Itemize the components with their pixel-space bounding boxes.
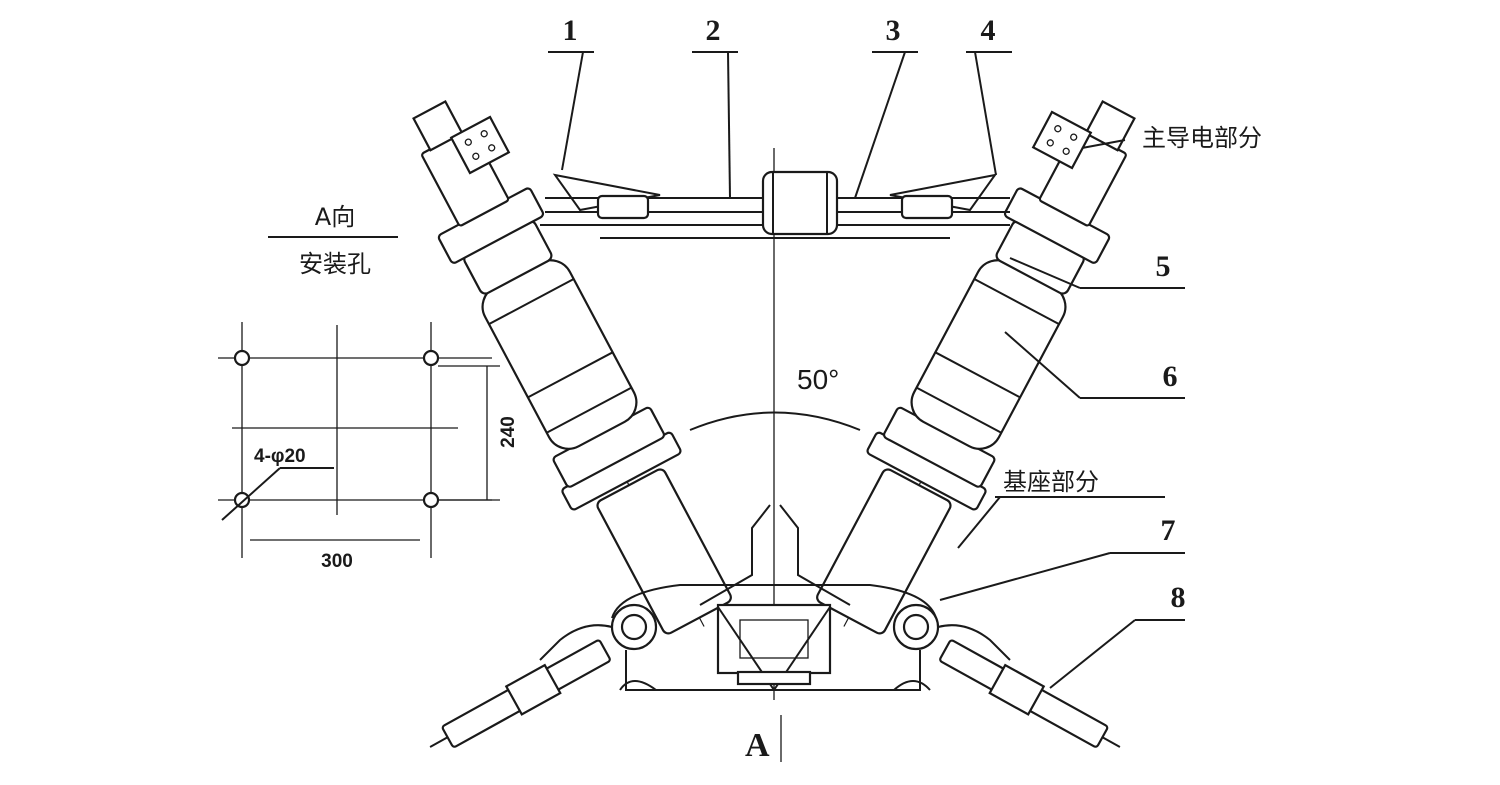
- mount-hole: [422, 349, 440, 367]
- plate-bolt-hole: [488, 144, 496, 152]
- pivot-lower: [619, 680, 657, 691]
- callout-leader: [727, 51, 731, 199]
- pivot-arm: [937, 624, 1011, 661]
- angle-arc: [689, 411, 861, 431]
- dim-width-value: 300: [321, 551, 353, 572]
- callout-leader: [1009, 257, 1081, 289]
- insulator-ring: [527, 351, 614, 399]
- left-terminal: [412, 100, 464, 152]
- right-terminal: [1084, 100, 1136, 152]
- callout-leader: [957, 496, 1001, 549]
- callout-leader: [939, 552, 1111, 601]
- conducting-arm: [540, 170, 1010, 239]
- insulator-ring: [546, 386, 632, 434]
- callout-8: 8: [1171, 581, 1186, 614]
- base-center-box: [716, 603, 832, 675]
- base-foot: [736, 670, 812, 686]
- right-bracket-plate: [779, 504, 851, 606]
- insulator-ring: [916, 386, 1002, 434]
- callouts: 1 2 3 4 主导电部分 5 6 基座部分 7 8: [548, 14, 1262, 689]
- mount-holes-label: 安装孔: [299, 250, 371, 278]
- terminal-plate: [449, 115, 511, 175]
- left-lower-shaft: [596, 468, 732, 635]
- right-terminal-plate: [1031, 110, 1093, 170]
- view-arrow-label: A: [745, 727, 770, 764]
- center-contact-housing: [761, 170, 839, 236]
- angle-label: 50°: [797, 364, 839, 395]
- mount-hole: [422, 491, 440, 509]
- callout-5: 5: [1156, 250, 1171, 283]
- right-arm-clamp: [900, 194, 954, 220]
- rod-end: [1101, 736, 1121, 748]
- right-operating-rod: [939, 639, 1121, 748]
- insulator-ring: [973, 278, 1060, 325]
- left-operating-rod: [429, 639, 611, 748]
- base-frame-top: [611, 584, 937, 619]
- left-column: [412, 100, 732, 635]
- left-bracket-plate: [699, 504, 771, 606]
- pivot-right: [892, 603, 1011, 691]
- rod-end: [429, 736, 449, 748]
- insulator-ring: [488, 278, 575, 325]
- pivot-arm: [539, 624, 613, 661]
- plate-bolt-hole: [1062, 147, 1070, 155]
- terminal-plate: [1031, 110, 1093, 170]
- hole-spec-label: 4-φ20: [254, 446, 306, 467]
- mounting-hole-detail: A向 安装孔 240 300 4-φ20: [218, 203, 519, 572]
- pivot-inner: [902, 613, 930, 641]
- mount-hole: [233, 349, 251, 367]
- callout-2: 2: [706, 14, 721, 47]
- rod-coupler: [988, 663, 1046, 716]
- callout-3: 3: [886, 14, 901, 47]
- right-column: [816, 100, 1136, 635]
- callout-4: 4: [981, 14, 996, 47]
- view-direction-label: A向: [315, 203, 355, 231]
- pivot-lower: [893, 680, 931, 691]
- mount-hole: [233, 491, 251, 509]
- callout-leader: [974, 51, 997, 176]
- plate-bolt-hole: [464, 138, 472, 146]
- left-arm-clamp: [596, 194, 650, 220]
- callout-leader: [1081, 139, 1126, 149]
- callout-leader: [854, 51, 906, 199]
- base-frame: [611, 504, 937, 691]
- callout-leader: [561, 51, 584, 171]
- plate-bolt-hole: [1054, 125, 1062, 133]
- main-conductor-label: 主导电部分: [1142, 124, 1262, 152]
- plate-bolt-hole: [1070, 133, 1078, 141]
- rod-coupler: [504, 663, 562, 716]
- plate-bolt-hole: [480, 130, 488, 138]
- pivot-left: [539, 603, 658, 691]
- insulator-ring: [934, 351, 1021, 399]
- base-label: 基座部分: [1003, 468, 1099, 496]
- main-assembly: 50°: [412, 100, 1136, 764]
- callout-leader: [1049, 619, 1136, 689]
- pivot-inner: [620, 613, 648, 641]
- callout-7: 7: [1161, 514, 1176, 547]
- plate-bolt-hole: [1046, 139, 1054, 147]
- right-lower-shaft: [816, 468, 952, 635]
- callout-leader: [1004, 331, 1081, 399]
- dim-height-value: 240: [498, 416, 519, 448]
- callout-1: 1: [563, 14, 578, 47]
- callout-6: 6: [1163, 360, 1178, 393]
- hole-spec-leader: [221, 467, 281, 521]
- plate-bolt-hole: [472, 152, 480, 160]
- left-terminal-plate: [449, 115, 511, 175]
